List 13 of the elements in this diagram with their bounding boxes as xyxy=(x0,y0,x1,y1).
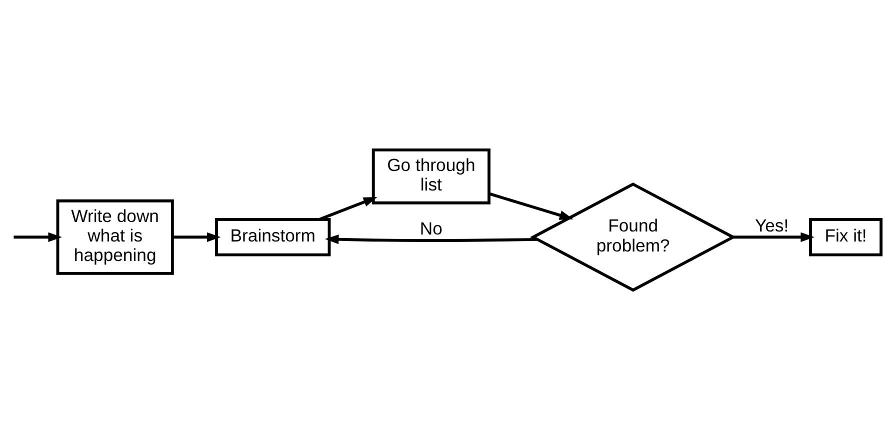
arrow xyxy=(488,192,574,220)
node-diamond: Found problem? xyxy=(530,182,736,292)
node-box: Go through list xyxy=(372,148,490,204)
arrow xyxy=(324,234,538,244)
edge-label: No xyxy=(420,218,442,239)
node-box: Fix it! xyxy=(809,218,883,256)
arrow xyxy=(318,196,378,221)
node-box: Write down what is happening xyxy=(56,199,174,275)
edge-label: Yes! xyxy=(754,216,789,236)
arrow xyxy=(172,232,221,242)
arrow xyxy=(733,232,814,242)
arrow xyxy=(14,232,62,242)
node-box: Brainstorm xyxy=(215,218,331,256)
